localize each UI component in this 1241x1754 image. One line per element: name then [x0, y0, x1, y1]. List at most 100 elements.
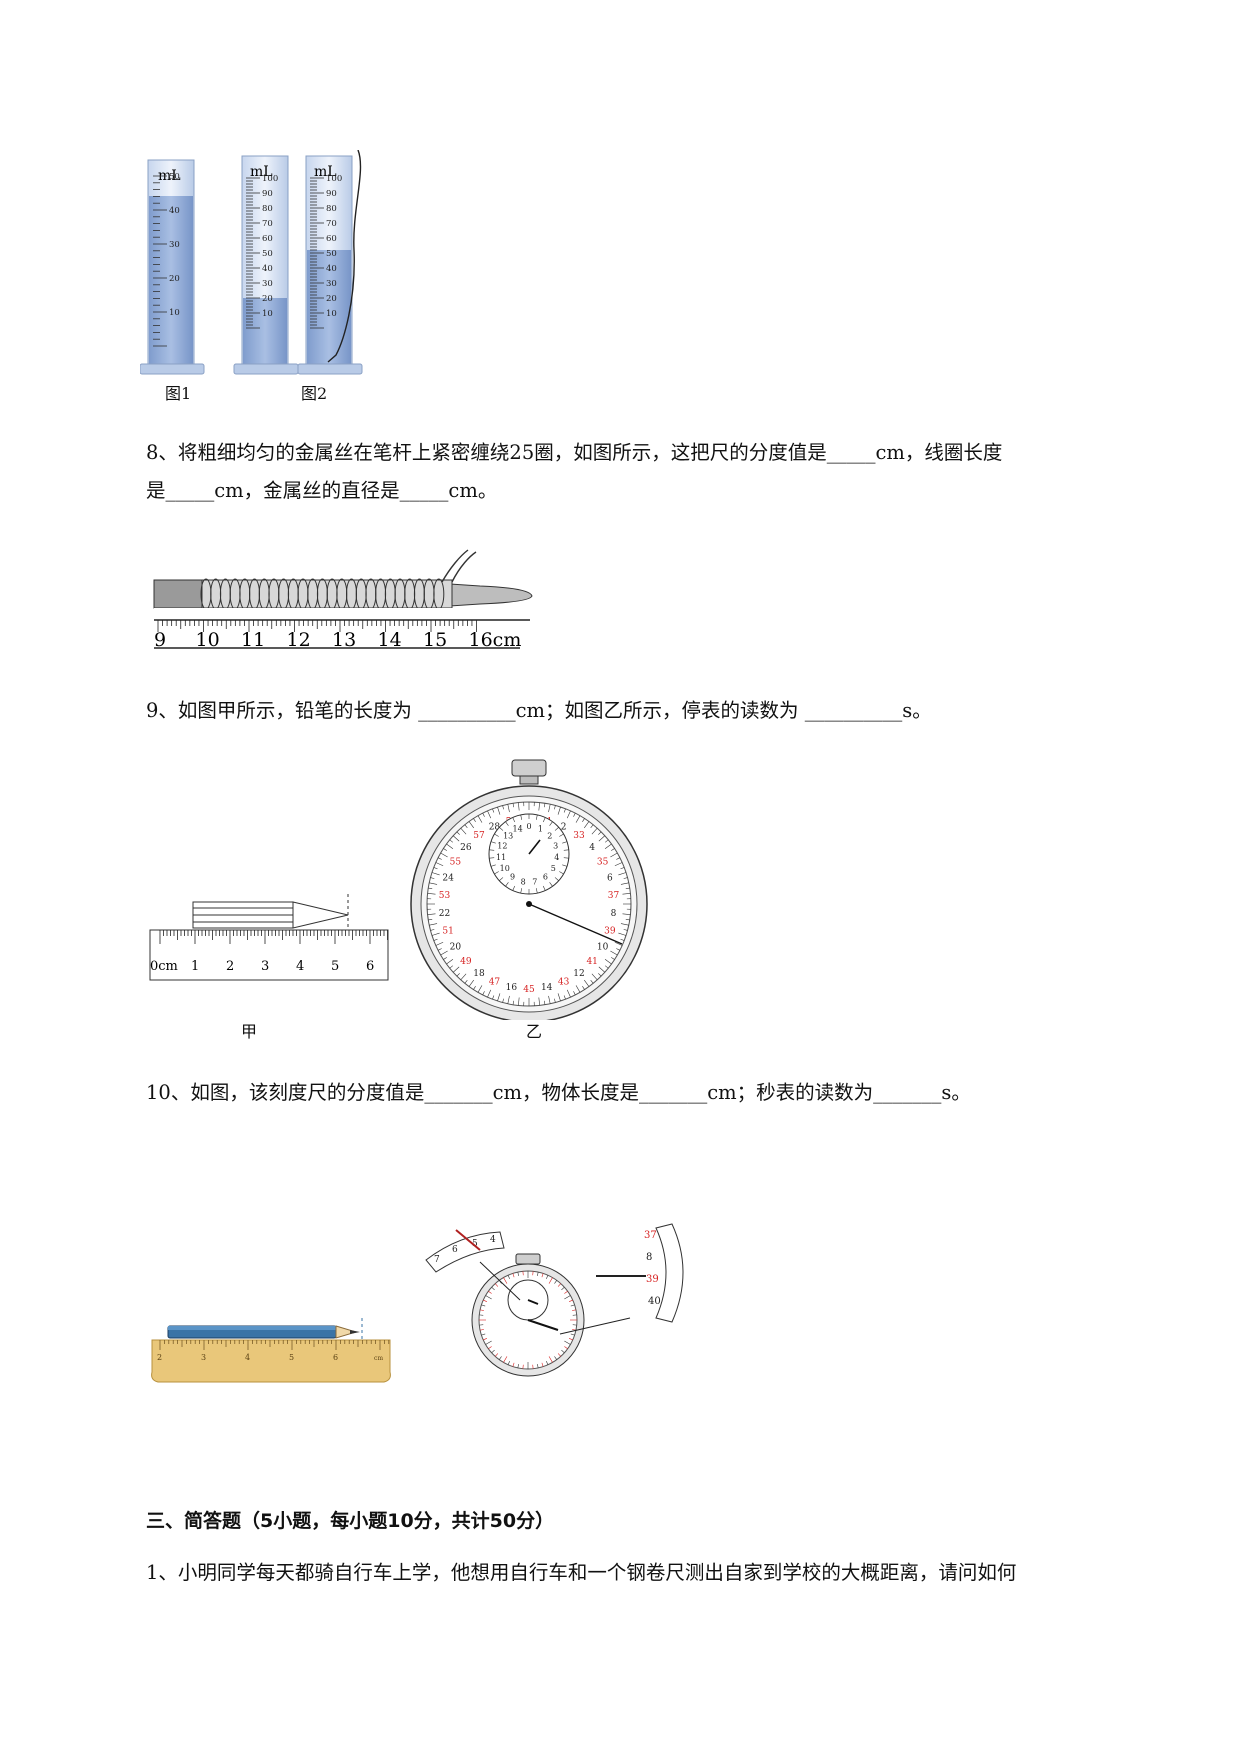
stopwatch-inner-label: 1 — [538, 824, 543, 833]
coil-ruler-label: 9 — [154, 629, 166, 650]
cylinder-scale-label: 80 — [326, 204, 337, 214]
cylinder-scale-label: 80 — [262, 204, 273, 214]
stopwatch-black-label: 6 — [607, 874, 613, 884]
stopwatch-inner-label: 5 — [551, 864, 556, 873]
stopwatch-black-label: 10 — [597, 943, 609, 953]
short-answer-question-1: 1、小明同学每天都骑自行车上学，他想用自行车和一个钢卷尺测出自家到学校的大概距离… — [146, 1561, 1017, 1584]
cylinder-scale-label: 50 — [326, 249, 337, 259]
cylinder-scale-label: 70 — [326, 219, 337, 229]
coil-ruler-label: 14 — [378, 629, 402, 650]
pencil — [192, 894, 349, 930]
stopwatch-red-label: 55 — [450, 858, 462, 868]
wood-ruler-label: 5 — [289, 1353, 294, 1362]
cylinder-scale-label: 10 — [262, 309, 273, 319]
stopwatch-red-label: 57 — [473, 831, 485, 841]
fig-jia-caption: 甲 — [241, 1022, 258, 1041]
stopwatch-red-label: 49 — [460, 957, 472, 967]
stopwatch-black-label: 12 — [573, 969, 584, 979]
stopwatch-black-label: 24 — [442, 874, 454, 884]
stopwatch-inner-label: 7 — [532, 877, 537, 886]
question-10: 10、如图，该刻度尺的分度值是_______cm，物体长度是_______cm；… — [146, 1081, 971, 1104]
cylinder-scale-label: 20 — [262, 294, 273, 304]
cylinder-scale-label: 10 — [169, 308, 180, 318]
cylinder-scale-label: 20 — [326, 294, 337, 304]
wood-ruler-label: 4 — [245, 1353, 250, 1362]
zoom-right-label: 39 — [646, 1274, 659, 1285]
cylinder-scale-label: 100 — [262, 174, 278, 184]
wood-ruler-label: 2 — [157, 1353, 162, 1362]
question-9: 9、如图甲所示，铅笔的长度为 __________cm；如图乙所示，停表的读数为… — [146, 699, 932, 722]
fig-yi-caption: 乙 — [526, 1022, 543, 1041]
jia-ruler-label: 6 — [366, 959, 374, 974]
stopwatch-black-label: 2 — [561, 822, 567, 832]
stopwatch-red-label: 33 — [573, 831, 585, 841]
coil-ruler-label: 12 — [287, 629, 311, 650]
stopwatch-red-label: 35 — [597, 858, 609, 868]
fig1-caption: 图1 — [165, 384, 192, 403]
wood-ruler-label: 6 — [333, 1353, 338, 1362]
wood-ruler-labels: 2 3 4 5 6 cm — [157, 1353, 383, 1362]
stopwatch-inner-label: 2 — [547, 831, 552, 840]
stopwatch-red-label: 53 — [439, 891, 451, 901]
wood-ruler-unit: cm — [374, 1355, 383, 1362]
wood-ruler-label: 3 — [201, 1353, 206, 1362]
stopwatch-inner-label: 4 — [554, 853, 559, 862]
section-3-heading: 三、简答题（5小题，每小题10分，共计50分） — [146, 1510, 555, 1532]
stopwatch-red-label: 43 — [558, 978, 570, 988]
question-8-line2: 是_____cm，金属丝的直径是_____cm。 — [146, 479, 498, 502]
coil-ruler-label: 10 — [196, 629, 220, 650]
stopwatch-inner-label: 3 — [553, 841, 558, 850]
question-8-line1: 8、将粗细均匀的金属丝在笔杆上紧密缠绕25圈，如图所示，这把尺的分度值是____… — [146, 441, 1003, 464]
cylinder-scale-label: 20 — [169, 274, 180, 284]
stopwatch-inner-label: 10 — [500, 864, 510, 873]
stopwatch-inner-label: 13 — [503, 831, 513, 840]
coil-ruler-label: 13 — [332, 629, 356, 650]
cylinder-scale-label: 30 — [169, 240, 180, 250]
zoom-left-label: 6 — [452, 1245, 458, 1255]
jia-ruler-label: 1 — [191, 959, 199, 974]
coil-ruler-label: 16cm — [469, 629, 522, 650]
stopwatch-red-label: 45 — [523, 985, 535, 995]
stopwatch-inner-label: 12 — [497, 841, 507, 850]
stopwatch-black-label: 14 — [541, 983, 553, 993]
zoom-right-label: 40 — [648, 1296, 661, 1307]
wooden-ruler-pencil-figure: 2 3 4 5 6 cm — [151, 1318, 391, 1383]
cylinder-scale-label: 60 — [326, 234, 337, 244]
cylinder-scale-label: 60 — [262, 234, 273, 244]
stopwatch-red-label: 41 — [586, 957, 597, 967]
stopwatch-red-label: 37 — [608, 891, 620, 901]
cylinder-scale-label: 100 — [326, 174, 342, 184]
ml-label: mL — [158, 168, 181, 184]
jia-ruler-label: 2 — [226, 959, 234, 974]
cylinder-scale-label: 40 — [262, 264, 273, 274]
zoom-right-label: 8 — [646, 1252, 652, 1263]
stopwatch-red-label: 47 — [489, 978, 501, 988]
cylinder-scale-label: 40 — [326, 264, 337, 274]
stopwatch-black-label: 4 — [589, 843, 595, 853]
stopwatch-black-label: 20 — [450, 943, 462, 953]
fig2-caption: 图2 — [301, 384, 328, 403]
stopwatch-black-label: 18 — [473, 969, 485, 979]
cylinder-scale-label: 30 — [326, 279, 337, 289]
stopwatch-inner-label: 8 — [521, 877, 526, 886]
jia-ruler-label: 3 — [261, 959, 269, 974]
cylinder-scale-label: 50 — [169, 172, 180, 182]
stopwatch-black-label: 22 — [439, 909, 450, 919]
stopwatch-black-label: 8 — [611, 909, 617, 919]
stopwatch-black-label: 16 — [506, 983, 518, 993]
cylinder-scale-label: 10 — [326, 309, 337, 319]
cylinder-scale-label: 90 — [262, 189, 273, 199]
stopwatch-inner-label: 14 — [513, 824, 523, 833]
stopwatch-inner-label: 6 — [543, 873, 548, 882]
stopwatch-inner-label: 9 — [510, 873, 515, 882]
stopwatch-black-label: 28 — [489, 822, 501, 832]
